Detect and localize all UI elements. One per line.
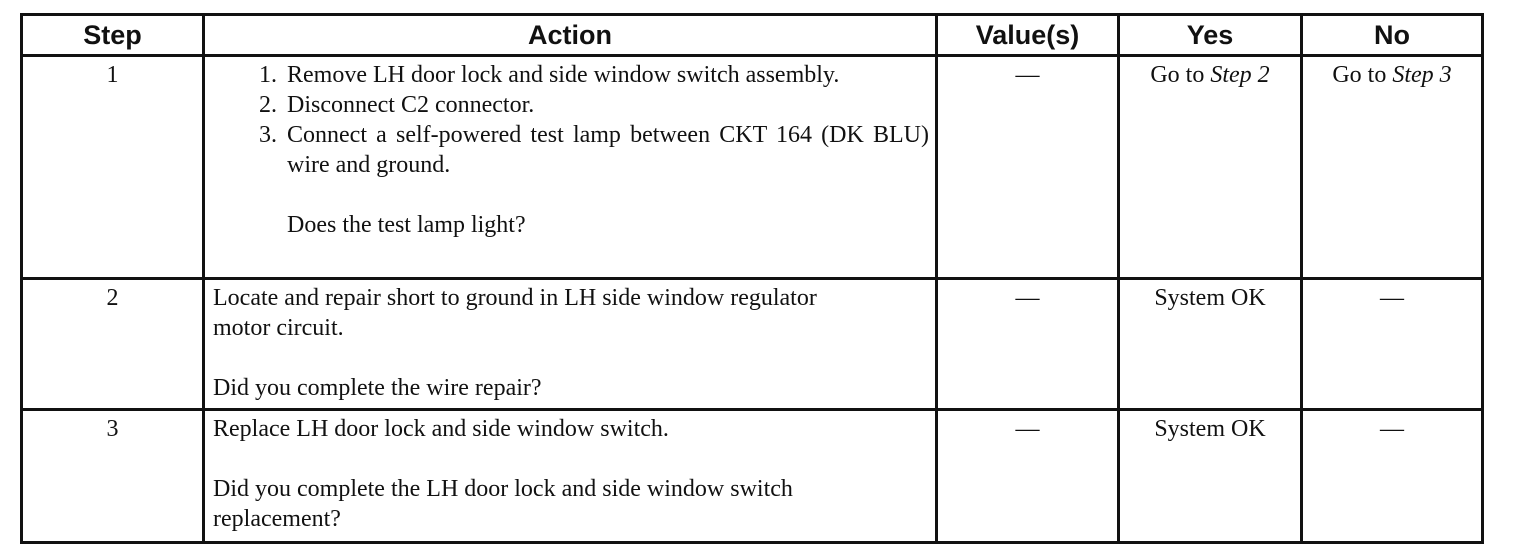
yes-prefix: Go to [1150,62,1211,88]
header-no: No [1300,13,1484,57]
no-step-link[interactable]: Step 3 [1392,62,1452,88]
header-values: Value(s) [935,13,1120,57]
value-cell: — [935,54,1120,280]
no-cell: — [1300,408,1484,544]
value-cell: — [935,408,1120,544]
value-cell: — [935,277,1120,411]
action-step: Connect a self-powered test lamp between… [283,120,929,180]
yes-step-link[interactable]: Step 2 [1210,62,1270,88]
yes-cell: System OK [1117,277,1303,411]
header-step: Step [20,13,205,57]
table-row: 1 Remove LH door lock and side window sw… [20,54,1484,280]
action-cell: Replace LH door lock and side window swi… [202,408,938,544]
step-number: 3 [20,408,205,544]
step-number: 2 [20,277,205,411]
yes-cell: Go to Step 2 [1117,54,1303,280]
header-yes: Yes [1117,13,1303,57]
header-row: Step Action Value(s) Yes No [20,13,1484,57]
table-row: 3 Replace LH door lock and side window s… [20,408,1484,544]
action-question: Does the test lamp light? [287,212,526,238]
action-text: Locate and repair short to ground in LH … [213,285,817,341]
header-action: Action [202,13,938,57]
action-step: Disconnect C2 connector. [283,90,929,120]
action-cell: Locate and repair short to ground in LH … [202,277,938,411]
no-cell: — [1300,277,1484,411]
action-cell: Remove LH door lock and side window swit… [202,54,938,280]
diagnostic-table: Step Action Value(s) Yes No 1 Remove LH … [20,13,1484,544]
no-cell: Go to Step 3 [1300,54,1484,280]
yes-cell: System OK [1117,408,1303,544]
action-question: Did you complete the LH door lock and si… [213,476,793,532]
no-prefix: Go to [1332,62,1393,88]
action-step: Remove LH door lock and side window swit… [283,60,929,90]
table-row: 2 Locate and repair short to ground in L… [20,277,1484,411]
action-question: Did you complete the wire repair? [213,375,542,401]
action-text: Replace LH door lock and side window swi… [213,416,669,442]
action-steps: Remove LH door lock and side window swit… [213,60,929,180]
step-number: 1 [20,54,205,280]
